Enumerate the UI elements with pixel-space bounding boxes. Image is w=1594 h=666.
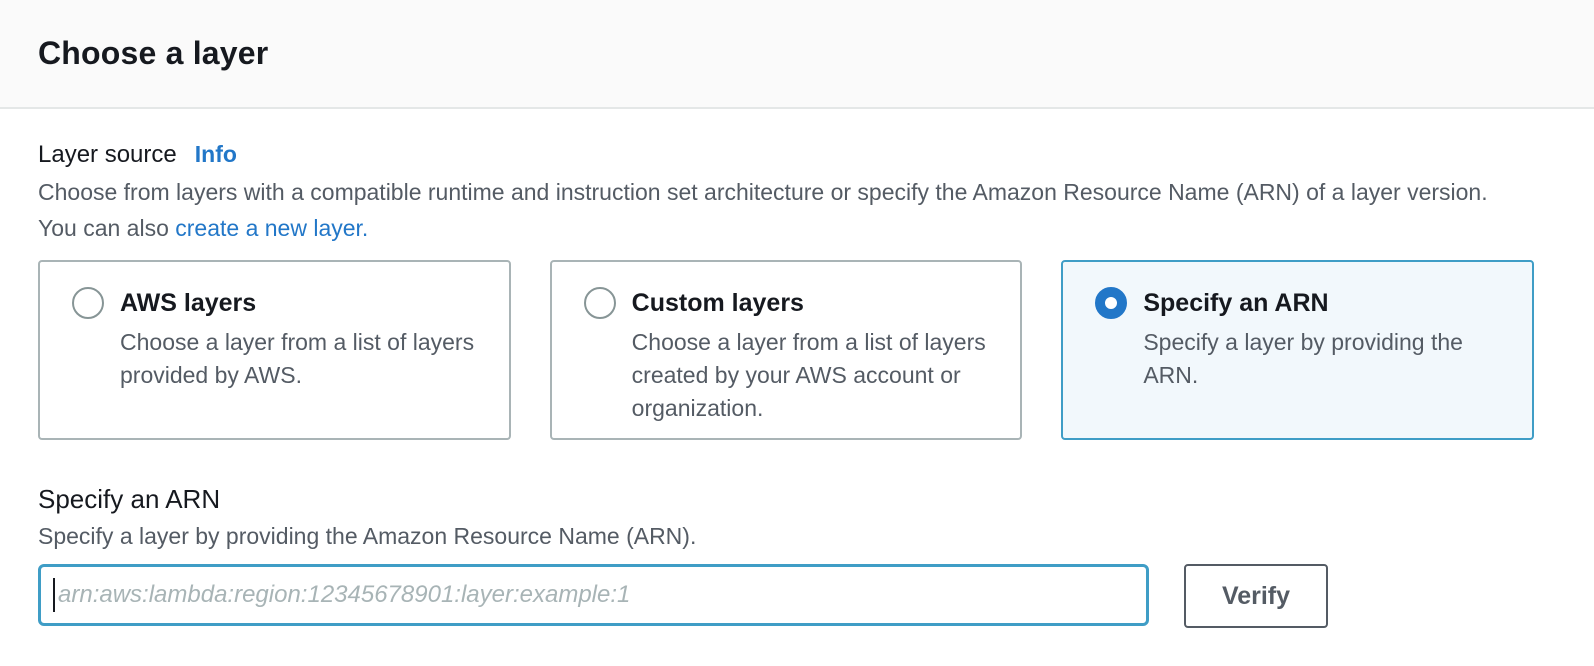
specify-arn-description: Specify a layer by providing the Amazon … (38, 523, 697, 549)
radio-unselected-icon[interactable] (583, 287, 616, 319)
option-card-head: AWS layers (72, 287, 481, 319)
radio-unselected-icon[interactable] (72, 287, 104, 319)
verify-button[interactable]: Verify (1184, 564, 1328, 628)
option-title: Custom layers (631, 288, 804, 317)
create-new-layer-link[interactable]: create a new layer. (175, 215, 369, 241)
radio-selected-icon[interactable] (1095, 287, 1128, 319)
arn-input-row: Verify (38, 564, 1534, 628)
option-title: AWS layers (120, 288, 257, 317)
option-card-custom-layers[interactable]: Custom layers Choose a layer from a list… (549, 260, 1023, 440)
option-card-head: Specify an ARN (1095, 287, 1504, 319)
layer-source-description-text: Choose from layers with a compatible run… (38, 179, 1488, 241)
arn-input[interactable] (38, 564, 1149, 626)
panel-header: Choose a layer (0, 0, 1594, 109)
text-caret (53, 578, 55, 612)
page-title: Choose a layer (38, 35, 269, 71)
option-title: Specify an ARN (1143, 288, 1329, 317)
option-description: Choose a layer from a list of layers pro… (120, 329, 475, 388)
option-card-head: Custom layers (583, 287, 993, 319)
option-description: Choose a layer from a list of layers cre… (631, 329, 986, 421)
info-link[interactable]: Info (194, 141, 237, 167)
choose-layer-panel: Layer source Info Choose from layers wit… (0, 141, 1594, 628)
arn-input-wrap (38, 564, 1149, 626)
option-description: Specify a layer by providing the ARN. (1143, 329, 1463, 388)
layer-source-label: Layer source (38, 141, 177, 168)
layer-source-description: Choose from layers with a compatible run… (38, 174, 1528, 246)
layer-source-options: AWS layers Choose a layer from a list of… (38, 260, 1535, 440)
specify-arn-heading: Specify an ARN (38, 484, 221, 514)
specify-arn-section: Specify an ARN Specify a layer by provid… (38, 484, 1534, 628)
option-card-specify-arn[interactable]: Specify an ARN Specify a layer by provid… (1061, 260, 1535, 440)
option-card-aws-layers[interactable]: AWS layers Choose a layer from a list of… (38, 260, 511, 440)
layer-source-label-row: Layer source Info (38, 141, 1534, 169)
